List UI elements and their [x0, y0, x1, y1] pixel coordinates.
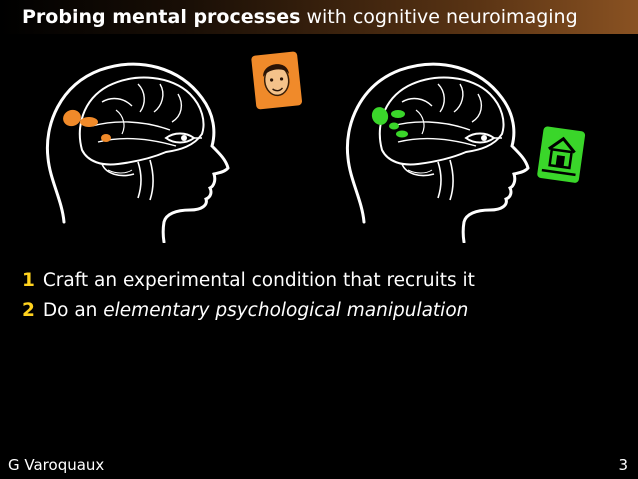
numbered-list: 1 Craft an experimental condition that re… [22, 266, 475, 326]
title-bold: Probing mental processes [22, 6, 301, 28]
list-item: 1 Craft an experimental condition that re… [22, 266, 475, 296]
slide-title-bar: Probing mental processes with cognitive … [0, 0, 638, 34]
right-head-illustration [345, 62, 530, 243]
brain-figure [45, 51, 586, 243]
list-number: 1 [22, 270, 35, 291]
list-item-text: Craft an experimental condition that rec… [42, 270, 475, 291]
list-item: 2 Do an elementary psychological manipula… [22, 296, 475, 326]
face-icon [251, 51, 302, 110]
slide-title: Probing mental processes with cognitive … [0, 6, 578, 28]
green-activation-blobs [371, 107, 408, 138]
list-number: 2 [22, 300, 35, 321]
page-number: 3 [618, 456, 628, 474]
house-icon [537, 126, 586, 183]
title-rest: with cognitive neuroimaging [306, 6, 578, 28]
list-item-text: Do an [42, 300, 98, 321]
footer-author: G Varoquaux [8, 456, 105, 474]
list-item-emphasis: elementary psychological manipulation [103, 300, 469, 321]
orange-activation-blobs [63, 109, 111, 142]
left-head-illustration [45, 62, 230, 243]
